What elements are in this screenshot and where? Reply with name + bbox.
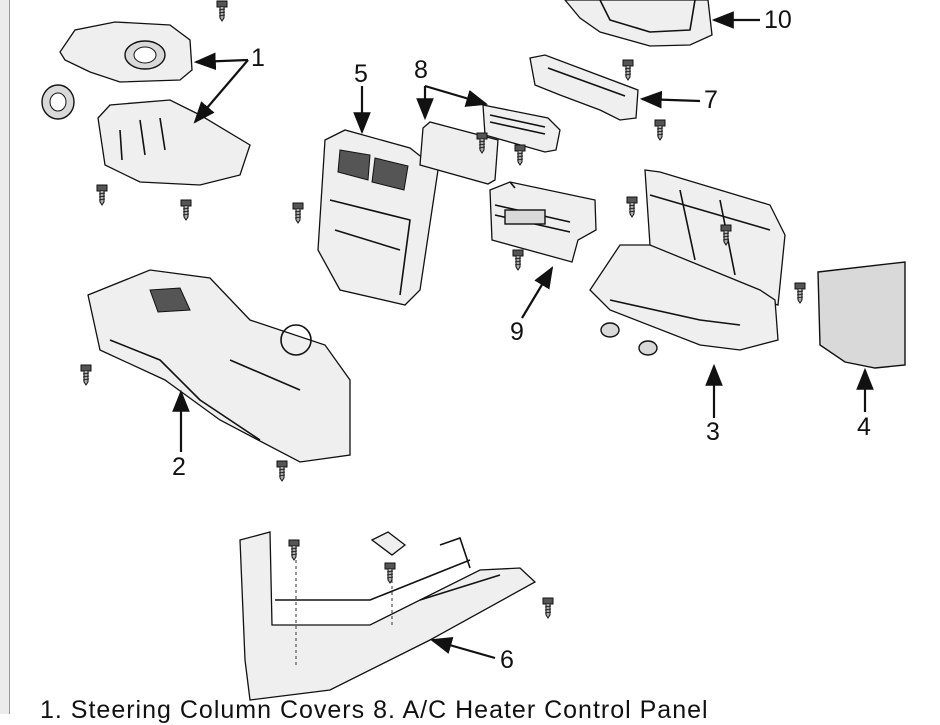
page-left-border [0,0,10,714]
part-5-center-bezel [317,129,439,306]
callout-1-arrow-upper [193,52,249,71]
screw-icon [654,119,666,141]
callout-5-label: 5 [354,60,368,88]
part-2-lower-dash-panel [87,269,351,463]
callout-6-arrow [429,636,496,660]
part-3-glove-box [589,169,786,351]
callout-4-label: 4 [857,413,871,441]
part-10-bracket [564,0,713,47]
callout-10-label: 10 [764,6,792,34]
screw-icon [514,144,526,166]
callout-8-label: 8 [414,56,428,84]
callout-8-arrow-right [424,84,489,107]
screw-icon [384,562,396,584]
callout-3-label: 3 [706,418,720,446]
screw-icon [626,196,638,218]
screw-icon [542,597,554,619]
column-trim-ring [41,84,75,120]
screw-icon [794,282,806,304]
screw-icon [80,364,92,386]
screw-icon [276,460,288,482]
screw-icon [622,59,634,81]
callout-9-label: 9 [510,318,524,346]
part-7-trim-bracket [529,54,639,121]
parts-legend-caption: 1. Steering Column Covers 8. A/C Heater … [40,696,709,724]
callout-1-arrow-lower [193,59,249,124]
callout-6-label: 6 [500,646,514,674]
callout-1-label: 1 [251,44,265,72]
callout-7-label: 7 [704,86,718,114]
part-6-center-console [239,531,537,701]
callout-2-label: 2 [172,453,186,481]
part-9-radio-unit [489,181,597,263]
screw-icon [512,249,524,271]
screw-icon [180,199,192,221]
screw-top-icon [216,0,228,22]
callout-9-arrow [521,266,554,319]
callout-7-arrow [639,90,701,109]
screw-icon [96,184,108,206]
part-4-side-panel [817,261,906,369]
part-8-ac-heater-control-panel [419,104,561,185]
steering-column-lower-cover [97,99,251,186]
steering-column-upper-cover [59,21,193,83]
screw-icon [288,539,300,561]
glove-box-bumper-icon [600,322,658,356]
screw-icon [292,202,304,224]
